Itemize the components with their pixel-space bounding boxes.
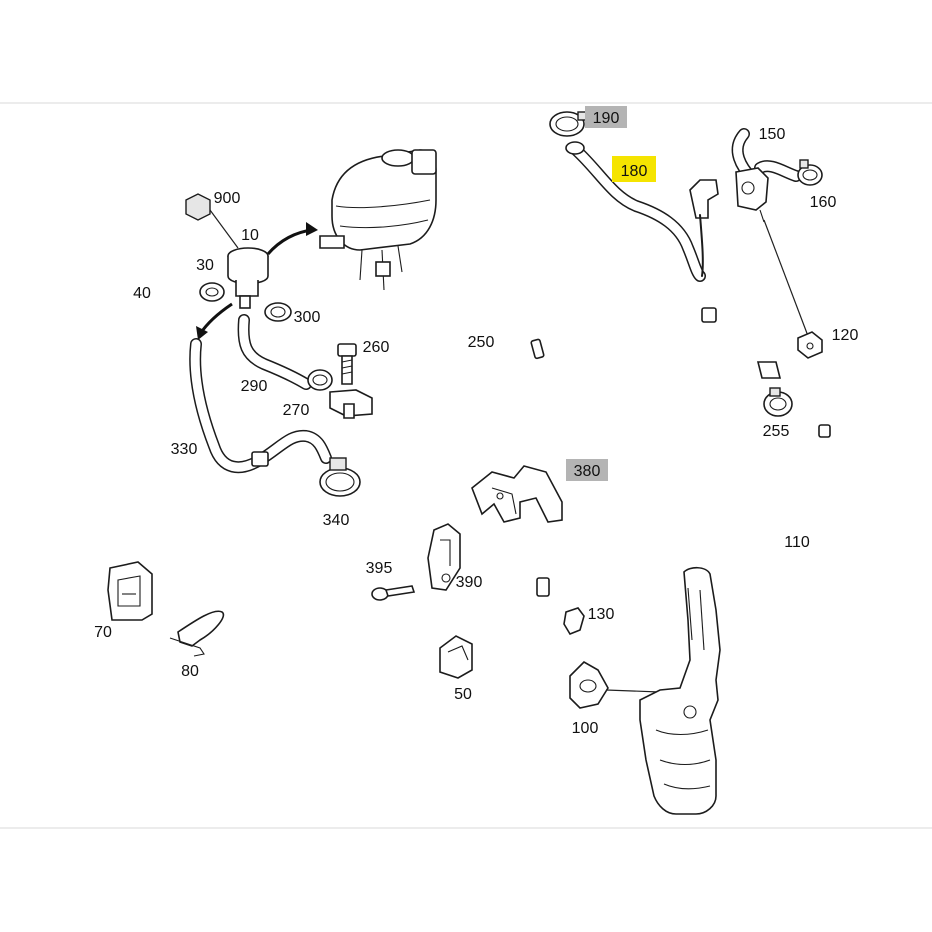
- clamp-160: [797, 159, 823, 186]
- clip-70: [107, 561, 153, 621]
- clamp-340: [319, 457, 361, 497]
- callout-270: 270: [283, 402, 310, 419]
- bolt-395: [371, 585, 416, 601]
- clamp-190: [549, 111, 587, 137]
- hose-150: [731, 128, 802, 223]
- arrow-head-tank: [306, 222, 318, 236]
- callout-30: 30: [196, 257, 214, 274]
- callout-180-box: [612, 156, 656, 182]
- callout-10: 10: [241, 227, 259, 244]
- callout-190: 190: [593, 110, 620, 127]
- arrow-head-down: [196, 326, 208, 340]
- callout-100: 100: [572, 720, 599, 737]
- callout-260: 260: [363, 339, 390, 356]
- pump-10: [227, 247, 269, 309]
- callout-380: 380: [574, 463, 601, 480]
- expansion-tank: [319, 149, 437, 291]
- connector-900: [185, 193, 239, 249]
- callout-70: 70: [94, 624, 112, 641]
- clip-50: [439, 635, 473, 679]
- callout-160: 160: [810, 194, 837, 211]
- callout-110: 110: [784, 534, 810, 551]
- clamp-30: [199, 282, 225, 302]
- callout-255: 255: [763, 423, 790, 440]
- callout-190-box: [585, 106, 627, 128]
- clip-120: [797, 331, 823, 359]
- bracket-380: [471, 465, 563, 523]
- hose-110: [501, 362, 831, 697]
- callout-330: 330: [171, 441, 198, 458]
- callout-380-box: [566, 459, 608, 481]
- washer-reservoir: [639, 566, 721, 815]
- hose-40: [41, 282, 454, 662]
- callout-340: 340: [323, 512, 350, 529]
- tie-strap-80: [169, 610, 225, 657]
- clamp-300: [264, 302, 292, 322]
- callout-130: 130: [588, 606, 615, 623]
- leader-100-tank: [605, 689, 661, 693]
- callout-900: 900: [214, 190, 241, 207]
- hose-330: [189, 338, 332, 474]
- callout-40: 40: [133, 285, 151, 302]
- clamp-255: [763, 387, 793, 417]
- callout-395: 395: [366, 560, 393, 577]
- leader-160-120: [763, 219, 809, 337]
- screw-130: [563, 607, 585, 635]
- callout-50: 50: [454, 686, 472, 703]
- callout-150: 150: [759, 126, 786, 143]
- hose-250: [356, 307, 782, 404]
- clamp-270: [307, 369, 333, 391]
- callout-300: 300: [294, 309, 321, 326]
- callout-290: 290: [241, 378, 268, 395]
- connector-250-end: [329, 389, 373, 419]
- hose-180: [565, 141, 719, 282]
- callout-120: 120: [832, 327, 859, 344]
- callout-390: 390: [456, 574, 483, 591]
- callout-180: 180: [621, 163, 648, 180]
- callout-250: 250: [468, 334, 495, 351]
- hose-290: [237, 314, 312, 390]
- clip-100: [569, 661, 609, 709]
- bracket-390: [427, 523, 461, 591]
- screw-260: [337, 343, 357, 385]
- callout-80: 80: [181, 663, 199, 680]
